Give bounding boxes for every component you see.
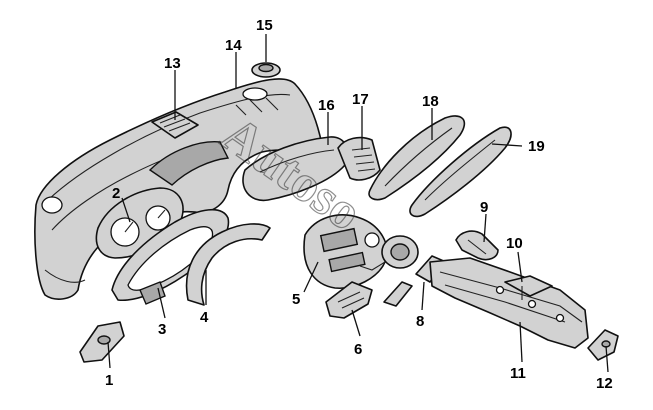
callout-14: 14	[225, 37, 242, 54]
right-side-panel	[409, 126, 512, 218]
callout-5: 5	[292, 291, 300, 308]
callout-18: 18	[422, 93, 439, 110]
callout-19: 19	[528, 138, 545, 155]
leader-2	[121, 197, 131, 223]
leader-11	[519, 321, 523, 363]
leader-5	[303, 261, 319, 293]
callout-15: 15	[256, 17, 273, 34]
leader-lines	[107, 34, 609, 373]
callout-6: 6	[354, 341, 362, 358]
callout-1: 1	[105, 372, 113, 389]
callout-12: 12	[596, 375, 613, 392]
lower-vent-bracket	[325, 281, 373, 319]
center-console-bezel	[303, 214, 388, 289]
callout-17: 17	[352, 91, 369, 108]
lower-support-rail	[429, 257, 589, 349]
callout-2: 2	[112, 185, 120, 202]
callout-16: 16	[318, 97, 335, 114]
leader-12	[605, 345, 609, 373]
callout-11: 11	[510, 365, 526, 382]
leader-9	[483, 213, 487, 243]
end-cap-left	[79, 321, 125, 363]
leader-19	[491, 143, 523, 147]
callout-9: 9	[480, 199, 488, 216]
side-pad	[455, 230, 499, 261]
end-cap-right	[587, 329, 619, 361]
cluster-bezel	[111, 208, 230, 305]
leader-1	[107, 341, 111, 369]
callout-3: 3	[158, 321, 166, 338]
cluster-visor	[185, 223, 271, 306]
right-trim-panel	[368, 115, 466, 201]
leader-8	[421, 281, 425, 311]
right-vent	[337, 136, 381, 181]
leader-3	[157, 287, 166, 319]
callout-4: 4	[200, 309, 209, 326]
defroster-grille	[151, 111, 199, 139]
callout-10: 10	[506, 235, 523, 252]
leader-6	[351, 309, 361, 337]
callout-8: 8	[416, 313, 424, 330]
callout-13: 13	[164, 55, 181, 72]
center-vent	[359, 235, 419, 271]
leader-10	[517, 251, 523, 283]
speaker-cover	[251, 62, 281, 78]
callout-labels: 1 2 3 4 5 6 8 9 10 11 12 13 14 15 16 17 …	[105, 17, 613, 392]
